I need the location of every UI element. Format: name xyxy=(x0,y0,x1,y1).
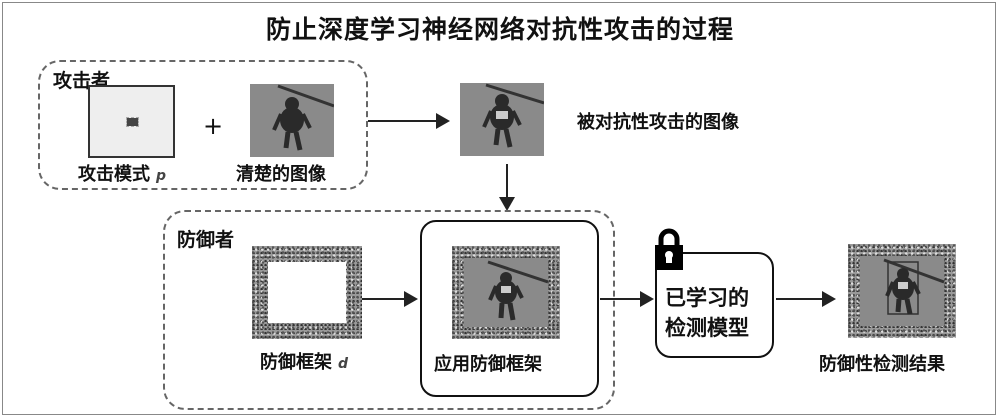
defense-frame-label: 防御框架 d xyxy=(260,348,348,374)
clean-image xyxy=(250,84,334,157)
attack-pattern-image xyxy=(88,85,175,158)
pedestrian-in-frame xyxy=(487,260,549,321)
plus-sign: + xyxy=(203,112,224,140)
attack-pattern-text: 攻击模式 xyxy=(78,164,150,185)
diagram-title: 防止深度学习神经网络对抗性攻击的过程 xyxy=(265,15,734,44)
model-label-line2: 检测模型 xyxy=(665,316,749,340)
defense-frame-hole xyxy=(268,262,346,323)
attack-pattern-var: p xyxy=(156,168,167,184)
apply-defense-label: 应用防御框架 xyxy=(434,354,542,375)
defense-frame-var: d xyxy=(338,356,349,372)
attacker-group xyxy=(38,60,368,190)
defensive-result-label: 防御性检测结果 xyxy=(819,354,945,375)
pedestrian-figure xyxy=(272,84,334,151)
result-photo xyxy=(860,256,945,326)
arrow-to-defender xyxy=(499,164,515,211)
arrow-to-result xyxy=(776,291,836,307)
attack-pattern-label: 攻击模式 p xyxy=(78,160,166,186)
pedestrian-with-patch xyxy=(482,83,544,148)
defender-group xyxy=(163,210,615,410)
applied-frame-photo xyxy=(464,258,549,327)
arrow-to-apply xyxy=(362,291,418,307)
detected-pedestrian xyxy=(883,258,945,315)
attack-patch xyxy=(126,117,139,127)
adversarial-image xyxy=(460,83,544,156)
defensive-result-image xyxy=(848,244,956,338)
adversarial-image-label: 被对抗性攻击的图像 xyxy=(577,112,739,133)
lock-icon xyxy=(655,228,683,270)
model-label-line1: 已学习的 xyxy=(665,286,749,310)
defender-label: 防御者 xyxy=(177,229,235,251)
arrow-to-adversarial xyxy=(368,113,450,129)
applied-frame-image xyxy=(452,246,560,339)
defense-frame-image xyxy=(252,246,362,339)
clean-image-label: 清楚的图像 xyxy=(236,164,326,185)
arrow-to-model xyxy=(600,291,654,307)
defense-frame-text: 防御框架 xyxy=(260,352,332,373)
